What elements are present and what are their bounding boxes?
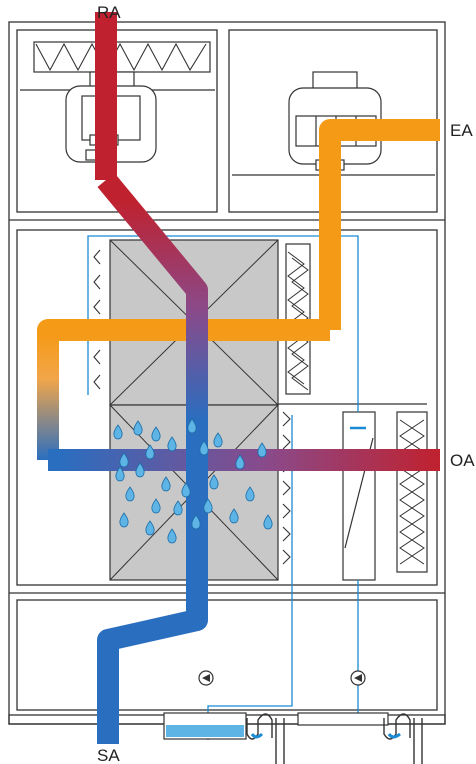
water-droplet	[119, 452, 129, 468]
water-droplet	[209, 474, 219, 490]
water-droplet	[145, 444, 155, 460]
water-droplet-icon	[113, 418, 273, 544]
water-droplet	[145, 520, 155, 536]
supply-air-label: SA	[97, 746, 120, 764]
water-droplet	[151, 498, 161, 514]
pump-icon	[350, 670, 366, 686]
water-droplet	[133, 420, 143, 436]
water-droplet	[151, 426, 161, 442]
filter-outdoor	[396, 411, 428, 573]
water-droplet	[161, 476, 171, 492]
water-droplet	[187, 418, 197, 434]
outdoor-air-label: OA	[450, 451, 475, 470]
droplet-eliminator-mid	[282, 411, 291, 565]
pump-icon	[198, 670, 214, 686]
water-droplet	[173, 500, 183, 516]
water-droplet	[199, 440, 209, 456]
exhaust-air-stream	[37, 119, 440, 460]
water-droplet	[191, 514, 201, 530]
water-droplet	[257, 442, 267, 458]
water-droplet	[245, 486, 255, 502]
filter-upper	[33, 41, 211, 73]
water-droplet	[167, 436, 177, 452]
water-droplet	[235, 454, 245, 470]
water-droplet	[213, 432, 223, 448]
water-tray	[163, 712, 389, 740]
water-droplet	[167, 528, 177, 544]
water-droplet	[115, 466, 125, 482]
water-droplet	[113, 424, 123, 440]
water-droplet	[263, 514, 273, 530]
return-air-label: RA	[97, 3, 121, 22]
drain-trap-icon	[246, 713, 423, 764]
water-droplet	[135, 462, 145, 478]
water-droplet	[125, 486, 135, 502]
water-droplet	[203, 498, 213, 514]
water-droplet	[229, 508, 239, 524]
water-droplet	[119, 512, 129, 528]
return-supply-air-stream	[95, 12, 208, 744]
heating-coil	[342, 411, 376, 581]
exhaust-air-label: EA	[450, 121, 473, 140]
water-droplet	[181, 482, 191, 498]
